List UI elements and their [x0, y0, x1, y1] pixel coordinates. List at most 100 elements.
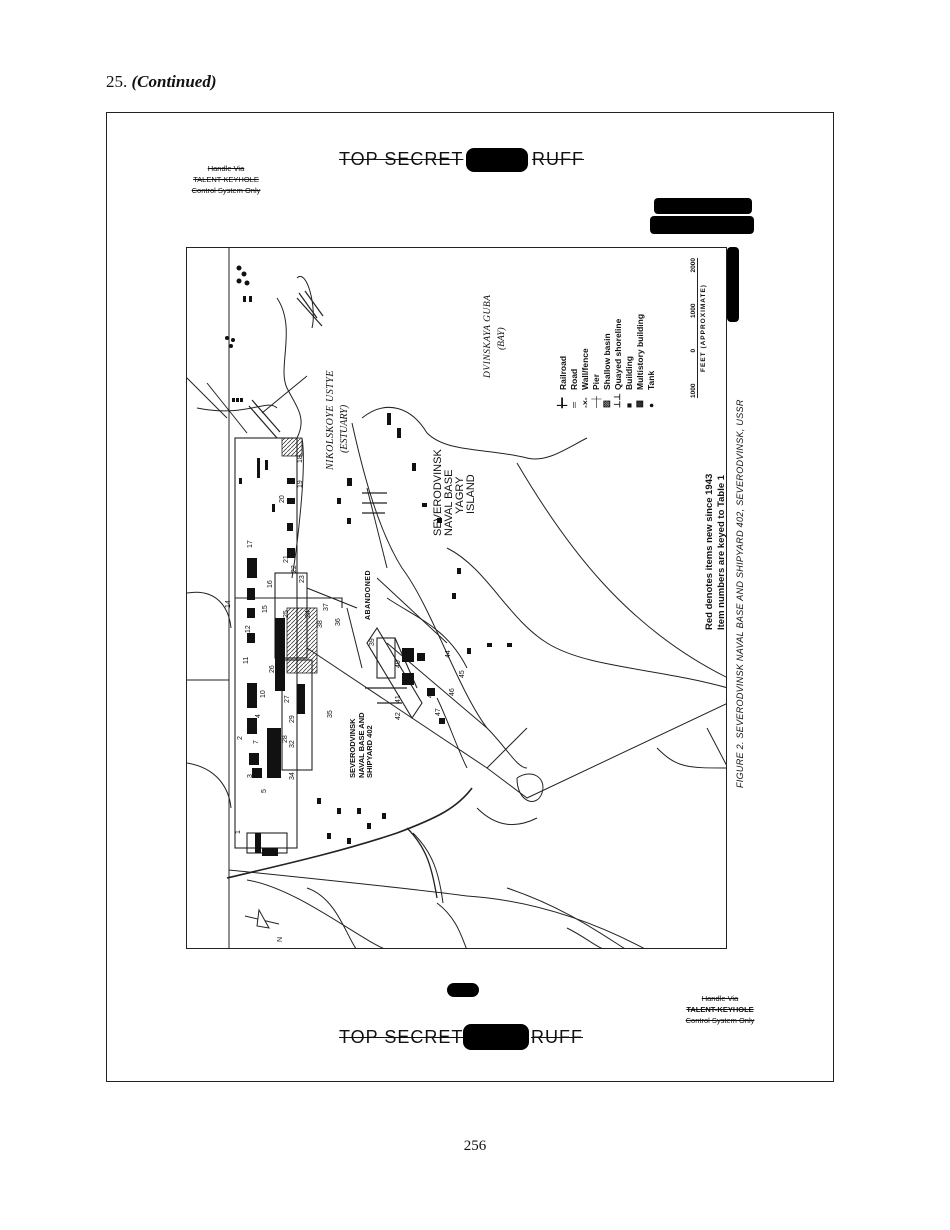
scale-values: 1000 0 1000 2000 — [690, 258, 697, 398]
north-arrow — [244, 908, 280, 929]
legend-label: Pier — [590, 373, 601, 390]
item-number: 44 — [445, 650, 452, 658]
control-marking-bottom: Handle Via TALENT-KEYHOLE Control System… — [670, 993, 770, 1026]
wall-fence-icon: -×- — [579, 397, 590, 408]
control-line: Control System Only — [191, 186, 261, 195]
control-line: TALENT-KEYHOLE — [193, 175, 259, 184]
control-line: Handle Via — [701, 994, 739, 1003]
item-number: 15 — [262, 605, 269, 613]
legend-label: Tank — [645, 370, 656, 390]
naval-base-line: ISLAND — [465, 474, 477, 514]
page-heading: 25. (Continued) — [106, 72, 217, 92]
redaction-block — [654, 198, 752, 214]
item-number: 1 — [235, 830, 242, 834]
item-number: 25 — [283, 610, 290, 618]
legend-item-tank: ● Tank — [645, 314, 656, 408]
legend: ┿━ Railroad ═Road -×- Wall/fence ─┼ Pier ▨ S… — [557, 314, 656, 408]
item-number: 23 — [299, 575, 306, 583]
bay-label: DVINSKAYA GUBA — [483, 294, 493, 378]
item-number: 28 — [282, 735, 289, 743]
bottom-classification-right: RUFF — [531, 1027, 583, 1047]
shipyard-line: SHIPYARD 402 — [365, 725, 374, 778]
multistory-area — [286, 607, 318, 674]
item-number: 22 — [291, 565, 298, 573]
item-number: 29 — [289, 715, 296, 723]
item-number: 27 — [284, 695, 291, 703]
item-number: 4 — [255, 714, 262, 718]
legend-label: Railroad — [557, 355, 568, 390]
item-number: 32 — [289, 740, 296, 748]
estuary-label: NIKOLSKOYE USTYE — [325, 370, 336, 470]
item-number: 45 — [459, 670, 466, 678]
legend-item-multistory: ▩ Multistory building — [634, 314, 645, 408]
top-classification-left: TOP SECRET — [339, 149, 464, 169]
shallow-basin-icon: ▨ — [601, 399, 611, 408]
map-panel: 1 2 3 4 5 6 7 8 9 10 11 12 13 14 15 16 1… — [186, 247, 727, 949]
scale-bar: 1000 0 1000 2000 FEET (APPROXIMATE) — [690, 258, 707, 398]
item-number: 3 — [247, 774, 254, 778]
item-number: 19 — [297, 480, 304, 488]
item-number: 38 — [317, 620, 324, 628]
legend-label: Wall/fence — [579, 348, 590, 390]
map-note: Red denotes items new since 1943 Item nu… — [704, 474, 728, 630]
item-number: 33 — [275, 770, 282, 778]
legend-label: Quayed shoreline — [612, 318, 623, 390]
top-classification-right: RUFF — [532, 149, 584, 169]
building-icon: ■ — [623, 402, 634, 408]
redaction-block — [447, 983, 479, 997]
legend-label: Multistory building — [634, 313, 645, 390]
item-number: 47 — [435, 708, 442, 716]
multistory-area — [281, 437, 303, 457]
item-number: 6 — [253, 769, 260, 773]
item-number: 9 — [250, 684, 257, 688]
item-number: 16 — [267, 580, 274, 588]
north-label: N — [277, 936, 284, 942]
item-number: 37 — [323, 603, 330, 611]
page-number: 256 — [463, 1138, 487, 1154]
item-number: 17 — [247, 540, 254, 548]
estuary-sublabel: (ESTUARY) — [339, 404, 350, 453]
tank-icon: ● — [645, 402, 656, 408]
legend-item-quayed: ⊥⊥Quayed shoreline — [612, 314, 623, 408]
control-line: Control System Only — [685, 1016, 755, 1025]
legend-label: Building — [623, 356, 634, 390]
scale-value: 0 — [690, 348, 697, 353]
item-number: 43 — [427, 690, 434, 698]
note-line: Item numbers are keyed to Table 1 — [716, 474, 727, 630]
scale-unit: FEET (APPROXIMATE) — [700, 284, 707, 372]
railroad-icon: ┿━ — [557, 397, 567, 408]
pier-icon: ─┼ — [590, 395, 601, 408]
legend-label: Shallow basin — [601, 333, 612, 390]
item-number: 24 — [305, 610, 312, 618]
item-number: 14 — [225, 600, 232, 608]
control-line: TALENT-KEYHOLE — [686, 1005, 754, 1014]
item-number: 13 — [249, 590, 256, 598]
bay-sublabel: (BAY) — [497, 327, 507, 350]
item-number: 46 — [449, 688, 456, 696]
item-number: 34 — [289, 772, 296, 780]
heading-label: (Continued) — [131, 72, 217, 91]
item-number: 21 — [283, 555, 290, 563]
item-number: 26 — [269, 665, 276, 673]
abandoned-label: ABANDONED — [365, 570, 372, 620]
legend-item-railroad: ┿━ Railroad — [557, 314, 568, 408]
item-number: 12 — [245, 625, 252, 633]
legend-item-shallow-basin: ▨ Shallow basin — [601, 314, 612, 408]
item-number: 7 — [253, 740, 260, 744]
map-drawing — [187, 248, 726, 948]
item-number: 41 — [395, 695, 402, 703]
scale-value: 1000 — [690, 383, 697, 398]
legend-label: Road — [568, 368, 579, 390]
scale-value: 2000 — [690, 258, 697, 273]
legend-item-wall: -×- Wall/fence — [579, 314, 590, 408]
item-number: 40 — [395, 660, 402, 668]
shipyard-label: SEVERODVINSK NAVAL BASE AND SHIPYARD 402 — [348, 712, 375, 778]
legend-item-road: ═Road — [568, 314, 579, 408]
item-number: 10 — [260, 690, 267, 698]
item-number: 42 — [395, 712, 402, 720]
redaction-block — [727, 247, 739, 322]
multistory-building-icon: ▩ — [634, 399, 644, 408]
item-number: 18 — [297, 455, 304, 463]
redaction-block — [466, 148, 528, 172]
figure-frame — [106, 112, 834, 1082]
